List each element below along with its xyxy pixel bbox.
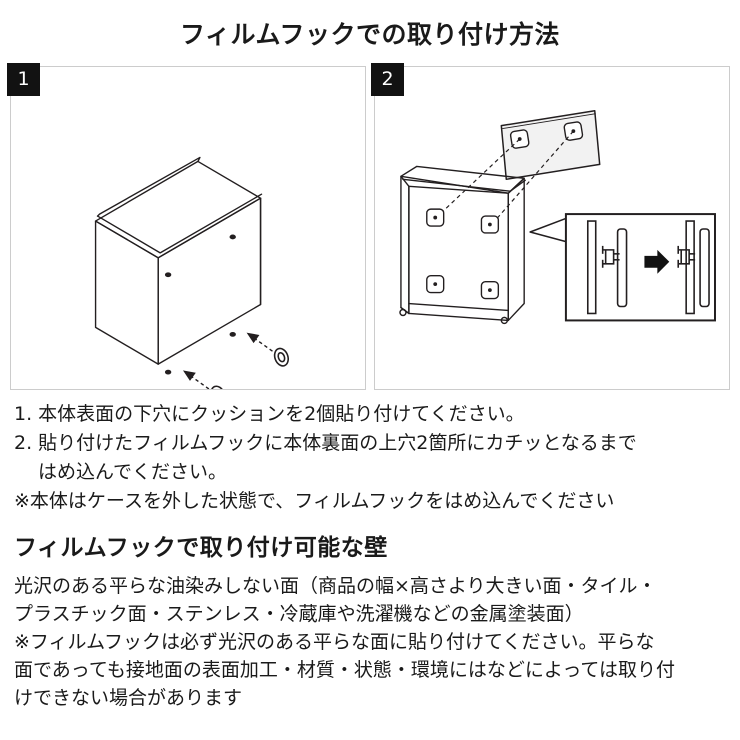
callout-pointer — [529, 217, 568, 243]
case-hook-pad-bottom-right — [480, 280, 500, 300]
compatible-wall-heading: フィルムフックで取り付け可能な壁 — [14, 535, 388, 561]
wall-text-line-4: 面であっても接地面の表面加工・材質・状態・環境にはなどによっては取り付 — [14, 659, 676, 681]
instruction-item-2-continued: はめ込んでください。 — [38, 461, 228, 483]
cushion-upper-arrow — [247, 332, 273, 352]
step-panels: 1 — [7, 63, 730, 390]
wall-text-line-2: プラスチック面・ステンレス・冷蔵庫や洗濯機などの金属塗装面） — [14, 603, 584, 625]
instruction-note: ※本体はケースを外した状態で、フィルムフックをはめ込んでください — [14, 490, 615, 512]
instruction-item-2: 2. 貼り付けたフィルムフックに本体裏面の上穴2箇所にカチッとなるまで — [14, 432, 637, 454]
step-panel-2: 2 — [371, 63, 730, 390]
hook-glyph-left — [601, 245, 620, 268]
pilot-hole-upper-left — [164, 272, 172, 278]
instruction-list: 1. 本体表面の下穴にクッションを2個貼り付けてください。 2. 貼り付けたフィ… — [14, 400, 730, 516]
instruction-item-1: 1. 本体表面の下穴にクッションを2個貼り付けてください。 — [14, 403, 525, 425]
case-hook-pads — [426, 208, 500, 300]
step-panel-1: 1 — [7, 63, 366, 390]
pilot-hole-lower-left — [164, 369, 172, 375]
pilot-hole-lower-right — [229, 331, 236, 337]
alignment-guides — [435, 130, 574, 227]
wall-text-line-3: ※フィルムフックは必ず光沢のある平らな面に貼り付けてください。平らな — [14, 631, 655, 653]
cushion-upper — [273, 347, 290, 367]
pilot-hole-upper-right — [229, 234, 236, 240]
cushion-lower-arrow — [183, 370, 210, 389]
wall-text-line-5: けできない場合があります — [14, 687, 243, 709]
step-badge-1: 1 — [7, 63, 40, 96]
direction-arrow — [644, 249, 670, 274]
cushion-lower — [210, 385, 226, 389]
step-badge-2: 2 — [371, 63, 404, 96]
case-hook-pad-bottom-left — [426, 275, 445, 294]
compatible-wall-section: フィルムフックで取り付け可能な壁 光沢のある平らな油染みしない面（商品の幅×高さ… — [14, 532, 730, 712]
hook-pad-strip-right — [563, 121, 584, 141]
step-2-illustration — [399, 109, 716, 325]
wall-text-line-1: 光沢のある平らな油染みしない面（商品の幅×高さより大きい面・タイル・ — [14, 575, 657, 597]
case-hook-pad-top-right — [480, 215, 500, 234]
step-1-illustration — [94, 156, 290, 389]
hook-glyph-right — [677, 245, 696, 268]
detail-callout-box — [564, 213, 716, 322]
film-hook-strip — [500, 109, 601, 181]
page-title: フィルムフックでの取り付け方法 — [179, 20, 560, 49]
case-hook-pad-top-left — [426, 208, 445, 227]
